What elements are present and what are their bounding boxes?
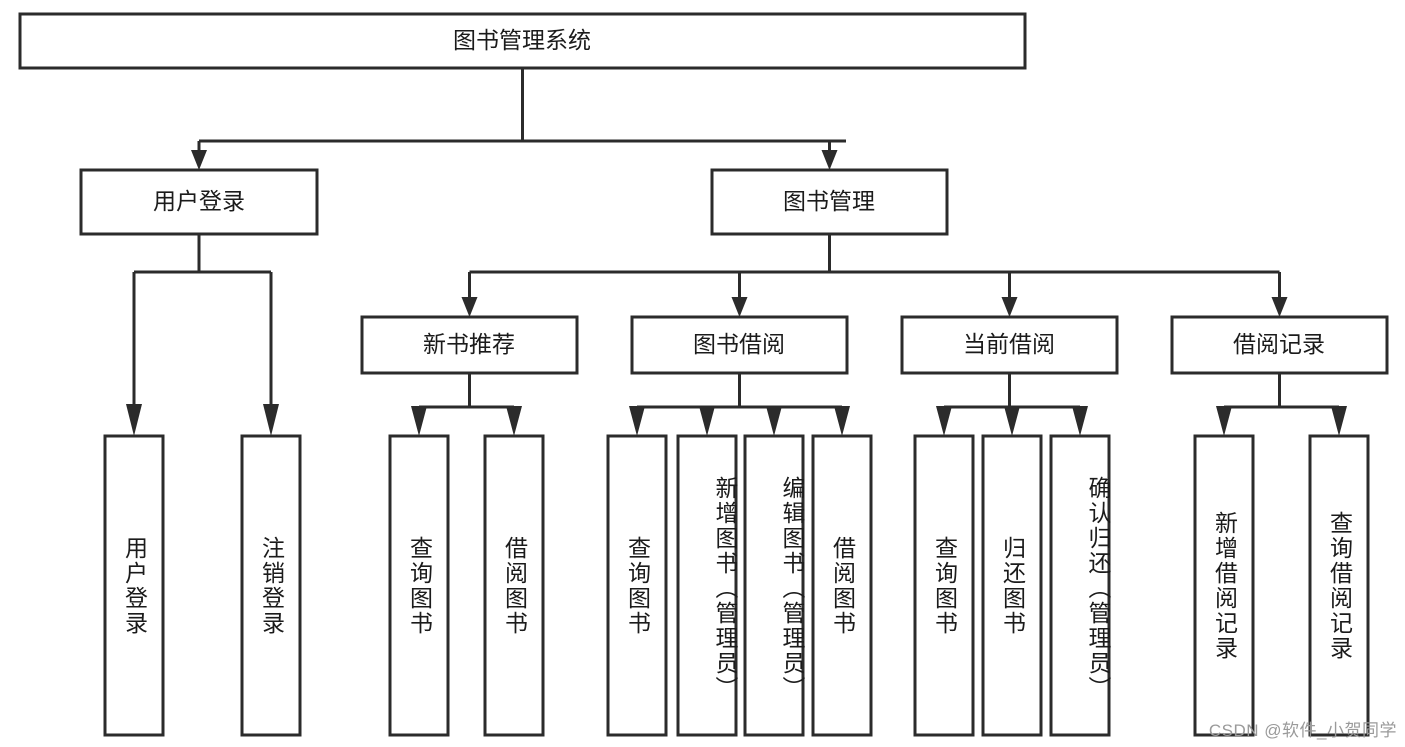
leaf-box-borrow-book-1[interactable] <box>483 434 545 737</box>
leaf-box-add-book[interactable] <box>676 434 738 737</box>
node-box-book-manage[interactable] <box>710 168 949 236</box>
node-label-book-manage: 图书管理 <box>783 188 875 214</box>
leaf-box-query-book-1[interactable] <box>388 434 450 737</box>
connector-layer <box>126 68 1347 436</box>
node-layer: 图书管理系统 用户登录 图书管理 新书推荐 图书借阅 当前借阅 借阅记录 <box>18 12 1389 737</box>
node-box-borrow-record[interactable] <box>1170 315 1389 375</box>
arrowhead-book-borrow <box>731 297 748 317</box>
arrowhead-leaf-edit-book <box>766 406 782 436</box>
arrowhead-current-borrow <box>1001 297 1018 317</box>
leaf-box-edit-book[interactable] <box>743 434 805 737</box>
csdn-watermark: CSDN @软件_小贺同学 <box>1208 721 1397 740</box>
node-label-root: 图书管理系统 <box>453 27 591 53</box>
arrowhead-leaf-return-book <box>1004 406 1020 436</box>
leaf-box-return-book[interactable] <box>981 434 1043 737</box>
node-box-book-borrow[interactable] <box>630 315 849 375</box>
arrowhead-borrow-record <box>1271 297 1288 317</box>
node-box-new-book-rec[interactable] <box>360 315 579 375</box>
arrowhead-leaf-user-logout <box>263 404 279 436</box>
arrowhead-leaf-user-login <box>126 404 142 436</box>
node-label-current-borrow: 当前借阅 <box>963 331 1055 357</box>
node-label-book-borrow: 图书借阅 <box>693 331 785 357</box>
leaf-box-query-book-2[interactable] <box>606 434 668 737</box>
leaf-box-user-login[interactable] <box>103 434 165 737</box>
node-box-user-login[interactable] <box>79 168 319 236</box>
arrowhead-leaf-confirm-return <box>1072 406 1088 436</box>
arrowhead-leaf-add-book <box>699 406 715 436</box>
arrowhead-new-book-rec <box>461 297 478 317</box>
leaf-box-borrow-book-2[interactable] <box>811 434 873 737</box>
node-label-new-book-rec: 新书推荐 <box>423 331 515 357</box>
arrowhead-leaf-query-record <box>1331 406 1347 436</box>
node-box-root[interactable] <box>18 12 1027 70</box>
arrowhead-leaf-query-book-1 <box>411 406 427 436</box>
leaf-box-query-book-3[interactable] <box>913 434 975 737</box>
arrowhead-leaf-add-record <box>1216 406 1232 436</box>
node-box-current-borrow[interactable] <box>900 315 1119 375</box>
leaf-box-add-record[interactable] <box>1193 434 1255 737</box>
leaf-box-query-record[interactable] <box>1308 434 1370 737</box>
leaf-box-user-logout[interactable] <box>240 434 302 737</box>
arrowhead-leaf-borrow-book-1 <box>506 406 522 436</box>
arrowhead-leaf-query-book-3 <box>936 406 952 436</box>
node-label-borrow-record: 借阅记录 <box>1233 331 1325 357</box>
arrowhead-user-login <box>191 150 207 170</box>
leaf-box-confirm-return[interactable] <box>1049 434 1111 737</box>
node-label-user-login: 用户登录 <box>153 188 245 214</box>
arrowhead-leaf-query-book-2 <box>629 406 645 436</box>
arrowhead-leaf-borrow-book-2 <box>834 406 850 436</box>
arrowhead-book-manage <box>821 150 838 170</box>
